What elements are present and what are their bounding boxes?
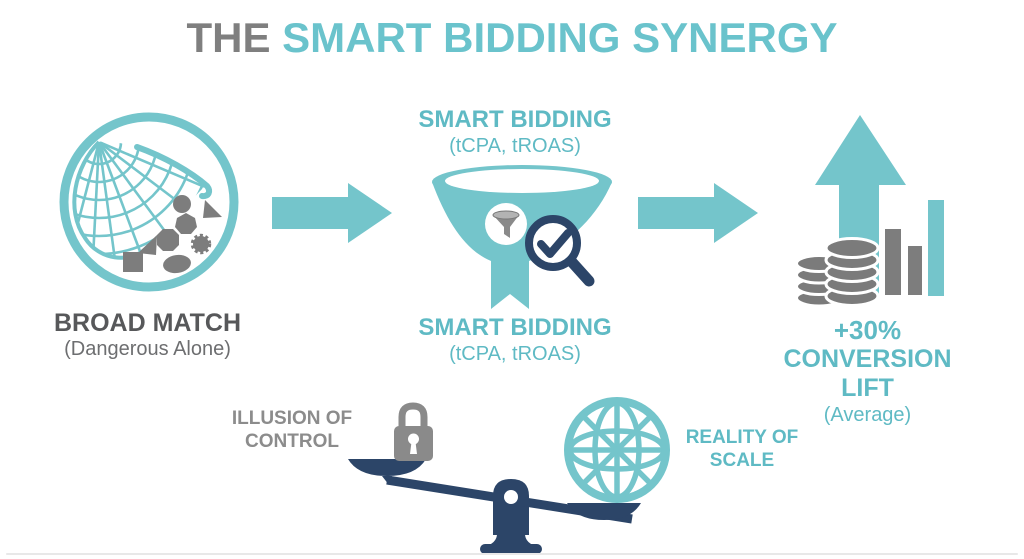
pivot-hole	[504, 490, 518, 504]
balance-scale-icon	[348, 397, 670, 554]
conversion-subtitle: (Average)	[823, 404, 912, 426]
globe-icon	[564, 397, 670, 503]
bar-chart-icon	[885, 200, 944, 296]
title-prefix: THE	[186, 14, 283, 61]
illusion-line2: CONTROL	[245, 431, 339, 452]
coins-icon	[795, 237, 880, 308]
net-with-shapes-icon	[59, 112, 239, 292]
funnel-opening	[445, 169, 599, 193]
bottom-divider	[6, 553, 1018, 555]
pivot-post	[493, 479, 529, 535]
smart-bidding-bottom-label: SMART BIDDING (tCPA, tROAS)	[405, 314, 625, 366]
conversion-lift-label: +30% CONVERSION LIFT (Average)	[755, 316, 980, 427]
page-title: THE SMART BIDDING SYNERGY	[0, 14, 1024, 62]
title-main: SMART BIDDING SYNERGY	[282, 14, 838, 61]
funnel-body	[432, 182, 612, 309]
reality-line1: REALITY OF	[685, 427, 799, 448]
funnel-icon	[432, 165, 612, 309]
illusion-of-control-label: ILLUSION OF CONTROL	[222, 407, 362, 453]
broad-match-label: BROAD MATCH (Dangerous Alone)	[30, 309, 265, 361]
mini-funnel-icon	[492, 210, 520, 238]
smart-bidding-top-subtitle: (tCPA, tROAS)	[449, 135, 581, 157]
right-pan	[567, 503, 641, 520]
pivot-base-slab	[480, 544, 542, 554]
left-pan-stem	[382, 476, 392, 485]
circle-ring	[59, 112, 239, 292]
smart-bidding-top-label: SMART BIDDING (tCPA, tROAS)	[405, 106, 625, 158]
right-arrow-icon	[638, 183, 758, 243]
broad-match-subtitle: (Dangerous Alone)	[64, 338, 231, 360]
magnifier-check-icon	[525, 215, 595, 287]
conversion-title: CONVERSION LIFT	[783, 345, 952, 402]
smart-bidding-bottom-subtitle: (tCPA, tROAS)	[449, 343, 581, 365]
spilled-shapes	[123, 195, 222, 274]
left-pan	[348, 459, 426, 476]
conversion-value: +30%	[833, 315, 902, 345]
right-arrow-icon	[272, 183, 392, 243]
pivot-base	[484, 531, 538, 547]
smart-bidding-top-title: SMART BIDDING	[418, 106, 612, 133]
padlock-icon	[394, 402, 433, 461]
illusion-line1: ILLUSION OF	[231, 408, 353, 429]
reality-line2: SCALE	[709, 450, 775, 471]
net-lip	[134, 144, 213, 200]
up-arrow	[815, 115, 906, 296]
growth-arrow-icon	[795, 115, 944, 308]
smart-bidding-bottom-title: SMART BIDDING	[418, 314, 612, 341]
reality-of-scale-label: REALITY OF SCALE	[672, 426, 812, 472]
broad-match-title: BROAD MATCH	[53, 309, 241, 337]
